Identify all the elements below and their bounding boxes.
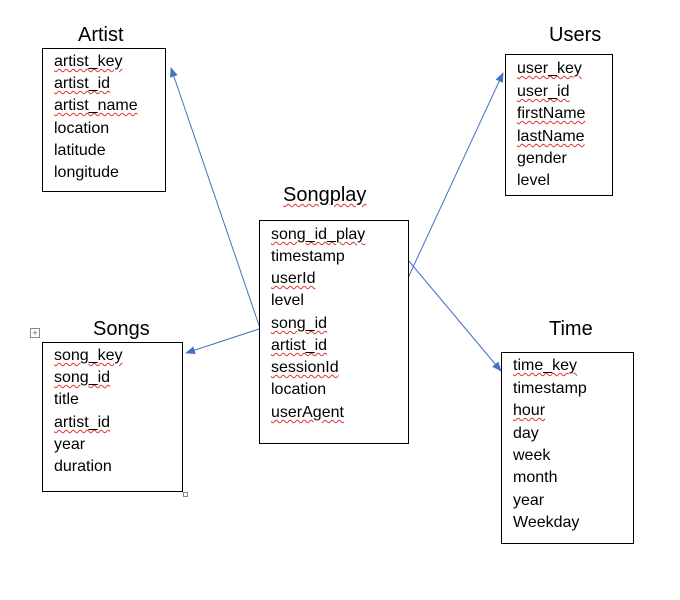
songplay-field: song_id_play: [271, 226, 366, 243]
songplay-field: timestamp: [271, 248, 345, 265]
time-field: timestamp: [513, 380, 587, 397]
time-field: Weekday: [513, 514, 580, 531]
artist-table[interactable]: artist_key artist_id artist_name locatio…: [42, 48, 166, 192]
songs-field: year: [54, 436, 86, 453]
users-field: firstName: [517, 105, 586, 122]
resize-handle-icon[interactable]: [183, 492, 188, 497]
arrow-songplay-to-songs: [185, 327, 263, 354]
artist-field: location: [54, 120, 110, 137]
time-table[interactable]: time_key timestamp hour day week month y…: [501, 352, 634, 544]
time-title: Time: [549, 318, 593, 340]
songs-field: song_id: [54, 369, 111, 386]
users-field: level: [517, 172, 550, 189]
songs-field: title: [54, 391, 79, 408]
artist-field: artist_key: [54, 53, 123, 70]
users-field: gender: [517, 150, 567, 167]
songplay-table[interactable]: song_id_play timestamp userId level song…: [259, 220, 409, 444]
users-field: lastName: [517, 128, 585, 145]
songs-title: Songs: [93, 318, 150, 340]
arrow-songplay-to-users: [407, 72, 504, 279]
songplay-field: artist_id: [271, 337, 328, 354]
songplay-field: level: [271, 292, 304, 309]
time-field: hour: [513, 402, 546, 419]
songs-field: artist_id: [54, 414, 111, 431]
users-field: user_key: [517, 60, 582, 77]
songplay-title: Songplay: [283, 184, 367, 206]
time-field: year: [513, 492, 545, 509]
artist-field: latitude: [54, 142, 106, 159]
songs-field: song_key: [54, 347, 123, 364]
time-field: month: [513, 469, 558, 486]
songs-field: duration: [54, 458, 112, 475]
time-field: day: [513, 425, 539, 442]
artist-title: Artist: [78, 24, 124, 46]
time-field: time_key: [513, 357, 578, 374]
users-title: Users: [549, 24, 602, 46]
artist-field: artist_id: [54, 75, 111, 92]
songplay-field: location: [271, 381, 327, 398]
artist-field: longitude: [54, 164, 119, 181]
table-move-handle-icon[interactable]: +: [30, 328, 40, 338]
songplay-field: song_id: [271, 315, 328, 332]
songplay-field: sessionId: [271, 359, 339, 376]
arrow-songplay-to-artist: [170, 67, 263, 335]
users-table[interactable]: user_key user_id firstName lastName gend…: [505, 54, 613, 196]
songs-table[interactable]: song_key song_id title artist_id year du…: [42, 342, 183, 492]
songplay-field: userAgent: [271, 404, 344, 421]
users-field: user_id: [517, 83, 570, 100]
arrow-songplay-to-time: [407, 259, 502, 372]
artist-field: artist_name: [54, 97, 138, 114]
time-field: week: [513, 447, 551, 464]
songplay-field: userId: [271, 270, 316, 287]
